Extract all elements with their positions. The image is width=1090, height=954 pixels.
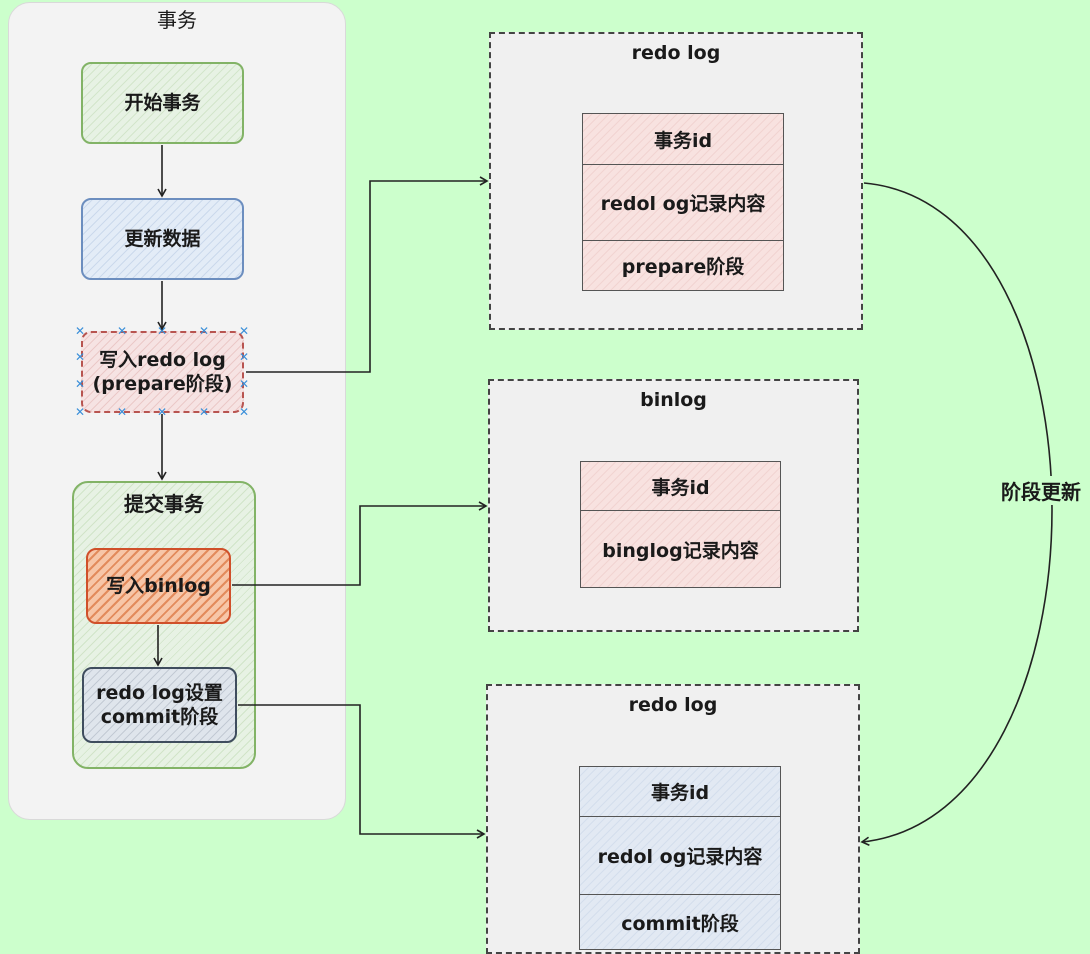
table-row: redol og记录内容 <box>583 165 783 241</box>
lane-title: 事务 <box>157 8 197 32</box>
binlog-title: binlog <box>640 389 707 411</box>
commit-transaction-title: 提交事务 <box>124 492 204 516</box>
redo-log-commit-table: 事务id redol og记录内容 commit阶段 <box>579 766 781 950</box>
update-data-node: 更新数据 <box>81 198 244 280</box>
begin-transaction-node: 开始事务 <box>81 62 244 144</box>
redo-commit-node: redo log设置 commit阶段 <box>82 667 237 743</box>
table-row: 事务id <box>581 462 780 511</box>
redo-log-commit-title: redo log <box>628 694 718 716</box>
write-redo-prepare-node[interactable]: 写入redo log (prepare阶段) <box>81 331 244 413</box>
table-row: binglog记录内容 <box>581 511 780 587</box>
table-row: 事务id <box>580 767 780 817</box>
arrow-binlog-to-panel <box>232 501 488 586</box>
binlog-table: 事务id binglog记录内容 <box>580 461 781 588</box>
arrow-redo-to-panel <box>246 176 489 373</box>
arrow-commit-to-panel <box>238 704 486 839</box>
write-binlog-node: 写入binlog <box>86 548 231 624</box>
stage-update-label: 阶段更新 <box>999 476 1083 505</box>
table-row: prepare阶段 <box>583 241 783 290</box>
redo-log-prepare-table: 事务id redol og记录内容 prepare阶段 <box>582 113 784 291</box>
table-row: redol og记录内容 <box>580 817 780 895</box>
redo-log-prepare-title: redo log <box>631 42 721 64</box>
curve-stage-update <box>860 182 1053 846</box>
table-row: 事务id <box>583 114 783 165</box>
